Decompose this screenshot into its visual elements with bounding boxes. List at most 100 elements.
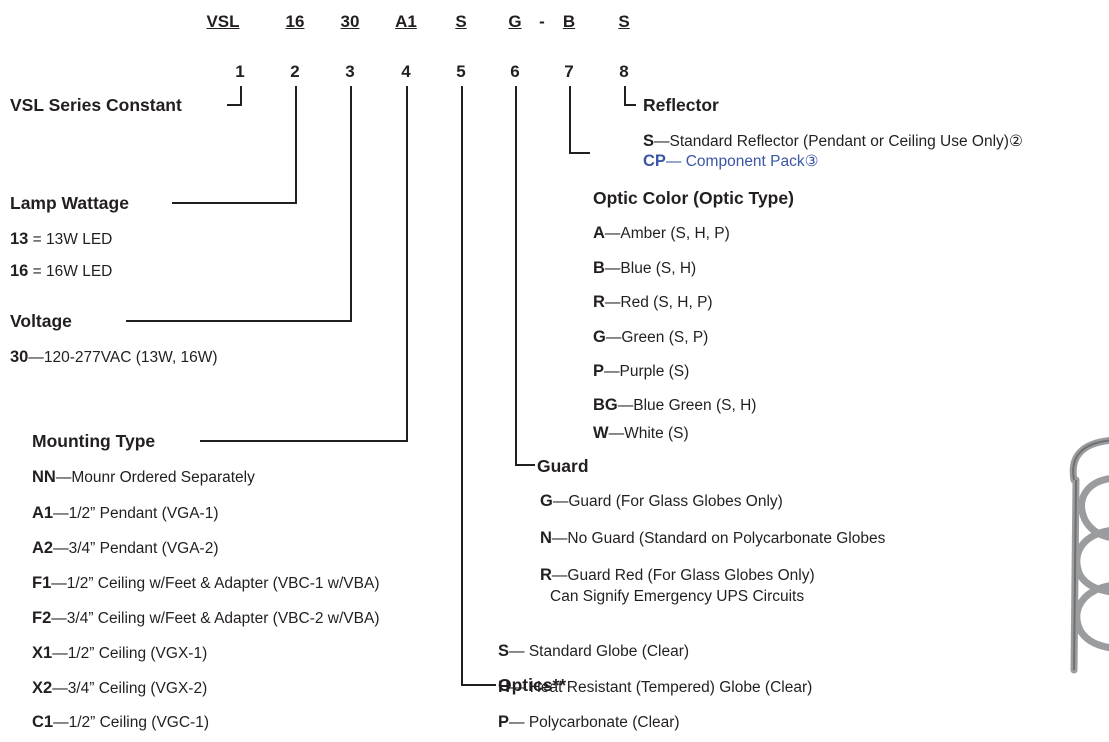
option-code: R xyxy=(593,293,605,311)
option-code: NN xyxy=(32,468,56,486)
connector-guard-h xyxy=(515,464,535,466)
position-8: 8 xyxy=(619,62,629,81)
connector-series-h xyxy=(227,104,242,106)
position-2: 2 xyxy=(290,62,300,81)
connector-reflector xyxy=(624,86,626,106)
optics-option-p: P— Polycarbonate (Clear) xyxy=(498,713,680,732)
mounting-option-a1: A1—1/2” Pendant (VGA-1) xyxy=(32,504,219,523)
code-dash: - xyxy=(539,12,545,31)
connector-lamp-h xyxy=(172,202,297,204)
position-1: 1 xyxy=(235,62,245,81)
guard-note: Can Signify Emergency UPS Circuits xyxy=(550,588,805,605)
connector-optic-color-h xyxy=(569,152,590,154)
option-desc: —3/4” Ceiling (VGX-2) xyxy=(52,680,208,697)
code-vsl: VSL xyxy=(206,12,240,31)
reflector-option-cp: CP— Component Pack③ xyxy=(643,152,819,171)
connector-voltage xyxy=(350,86,352,322)
mounting-option-f1: F1—1/2” Ceiling w/Feet & Adapter (VBC-1 … xyxy=(32,574,379,593)
option-desc: —White (S) xyxy=(608,425,689,442)
mounting-option-x1: X1—1/2” Ceiling (VGX-1) xyxy=(32,644,207,663)
reflector-option-s: S—Standard Reflector (Pendant or Ceiling… xyxy=(643,132,1023,151)
option-code: A1 xyxy=(32,504,54,522)
option-code: P xyxy=(498,713,510,731)
position-7: 7 xyxy=(564,62,574,81)
option-desc: — Standard Globe (Clear) xyxy=(509,643,690,660)
optics-option-s: S— Standard Globe (Clear) xyxy=(498,642,689,661)
guard-option-r: R—Guard Red (For Glass Globes Only) xyxy=(540,566,815,585)
code-mounting: A1 xyxy=(395,12,417,31)
optic-color-option-bg: BG—Blue Green (S, H) xyxy=(593,396,756,415)
mounting-option-f2: F2—3/4” Ceiling w/Feet & Adapter (VBC-2 … xyxy=(32,609,379,628)
option-code: R xyxy=(540,566,552,584)
option-desc: = 13W LED xyxy=(28,231,113,248)
option-code: F2 xyxy=(32,609,52,627)
option-desc: —Green (S, P) xyxy=(605,329,709,346)
option-code: W xyxy=(593,424,609,442)
option-code: 30 xyxy=(10,348,29,366)
wire-guard-image xyxy=(1069,437,1109,674)
option-desc: —1/2” Ceiling (VGX-1) xyxy=(52,645,208,662)
code-optic-color: B xyxy=(562,12,576,31)
series-title: VSL Series Constant xyxy=(10,95,182,115)
option-desc: = 16W LED xyxy=(28,263,113,280)
lamp-option-13: 13 = 13W LED xyxy=(10,230,112,249)
guard-option-g: G—Guard (For Glass Globes Only) xyxy=(540,492,783,511)
option-code: S xyxy=(498,642,510,660)
option-code: C1 xyxy=(32,713,54,731)
position-4: 4 xyxy=(401,62,411,81)
option-desc: —Red (S, H, P) xyxy=(604,294,713,311)
optic-color-option-g: G—Green (S, P) xyxy=(593,328,708,347)
option-code: A xyxy=(593,224,605,242)
optic-color-option-a: A—Amber (S, H, P) xyxy=(593,224,730,243)
guard-title: Guard xyxy=(537,456,589,476)
optic-color-option-r: R—Red (S, H, P) xyxy=(593,293,713,312)
option-desc: — Heat Resistant (Tempered) Globe (Clear… xyxy=(509,679,813,696)
option-desc: —Amber (S, H, P) xyxy=(604,225,730,242)
optics-option-h: H— Heat Resistant (Tempered) Globe (Clea… xyxy=(498,678,812,697)
option-code: F1 xyxy=(32,574,52,592)
option-code: G xyxy=(593,328,606,346)
connector-guard xyxy=(515,86,517,466)
option-desc: —Standard Reflector (Pendant or Ceiling … xyxy=(654,133,1023,150)
code-voltage: 30 xyxy=(340,12,360,31)
option-desc: — Polycarbonate (Clear) xyxy=(509,714,680,731)
connector-series xyxy=(240,86,242,105)
code-reflector: S xyxy=(618,12,630,31)
optic-color-option-p: P—Purple (S) xyxy=(593,362,689,381)
option-code: H xyxy=(498,678,510,696)
option-desc: —Guard Red (For Glass Globes Only) xyxy=(551,567,815,584)
option-code: A2 xyxy=(32,539,54,557)
guard-option-n: N—No Guard (Standard on Polycarbonate Gl… xyxy=(540,529,885,548)
lamp-option-16: 16 = 16W LED xyxy=(10,262,112,281)
connector-optics xyxy=(461,86,463,686)
optic-color-title: Optic Color (Optic Type) xyxy=(593,188,794,208)
voltage-option-30: 30—120-277VAC (13W, 16W) xyxy=(10,348,218,367)
voltage-title: Voltage xyxy=(10,311,72,331)
mounting-option-c1: C1—1/2” Ceiling (VGC-1) xyxy=(32,713,209,732)
option-code: B xyxy=(593,259,605,277)
connector-optics-h xyxy=(461,684,496,686)
code-wattage: 16 xyxy=(285,12,305,31)
optics-title: Optics** xyxy=(498,675,567,695)
reflector-title: Reflector xyxy=(643,95,719,115)
option-code: 16 xyxy=(10,262,29,280)
option-code: X1 xyxy=(32,644,53,662)
option-code: BG xyxy=(593,396,618,414)
position-3: 3 xyxy=(345,62,355,81)
connector-mounting-h xyxy=(200,440,408,442)
optic-color-option-w: W—White (S) xyxy=(593,424,689,443)
option-desc: —3/4” Pendant (VGA-2) xyxy=(53,540,219,557)
connector-reflector-h xyxy=(624,104,636,106)
option-code: CP xyxy=(643,152,666,170)
position-5: 5 xyxy=(456,62,466,81)
position-6: 6 xyxy=(510,62,520,81)
mounting-option-nn: NN—Mounr Ordered Separately xyxy=(32,468,255,487)
mounting-option-x2: X2—3/4” Ceiling (VGX-2) xyxy=(32,679,207,698)
option-code: N xyxy=(540,529,552,547)
option-desc: —Purple (S) xyxy=(604,363,690,380)
option-code: 13 xyxy=(10,230,29,248)
mounting-option-a2: A2—3/4” Pendant (VGA-2) xyxy=(32,539,219,558)
connector-mounting xyxy=(406,86,408,442)
code-optics: S xyxy=(455,12,467,31)
option-desc: —120-277VAC (13W, 16W) xyxy=(28,349,218,366)
